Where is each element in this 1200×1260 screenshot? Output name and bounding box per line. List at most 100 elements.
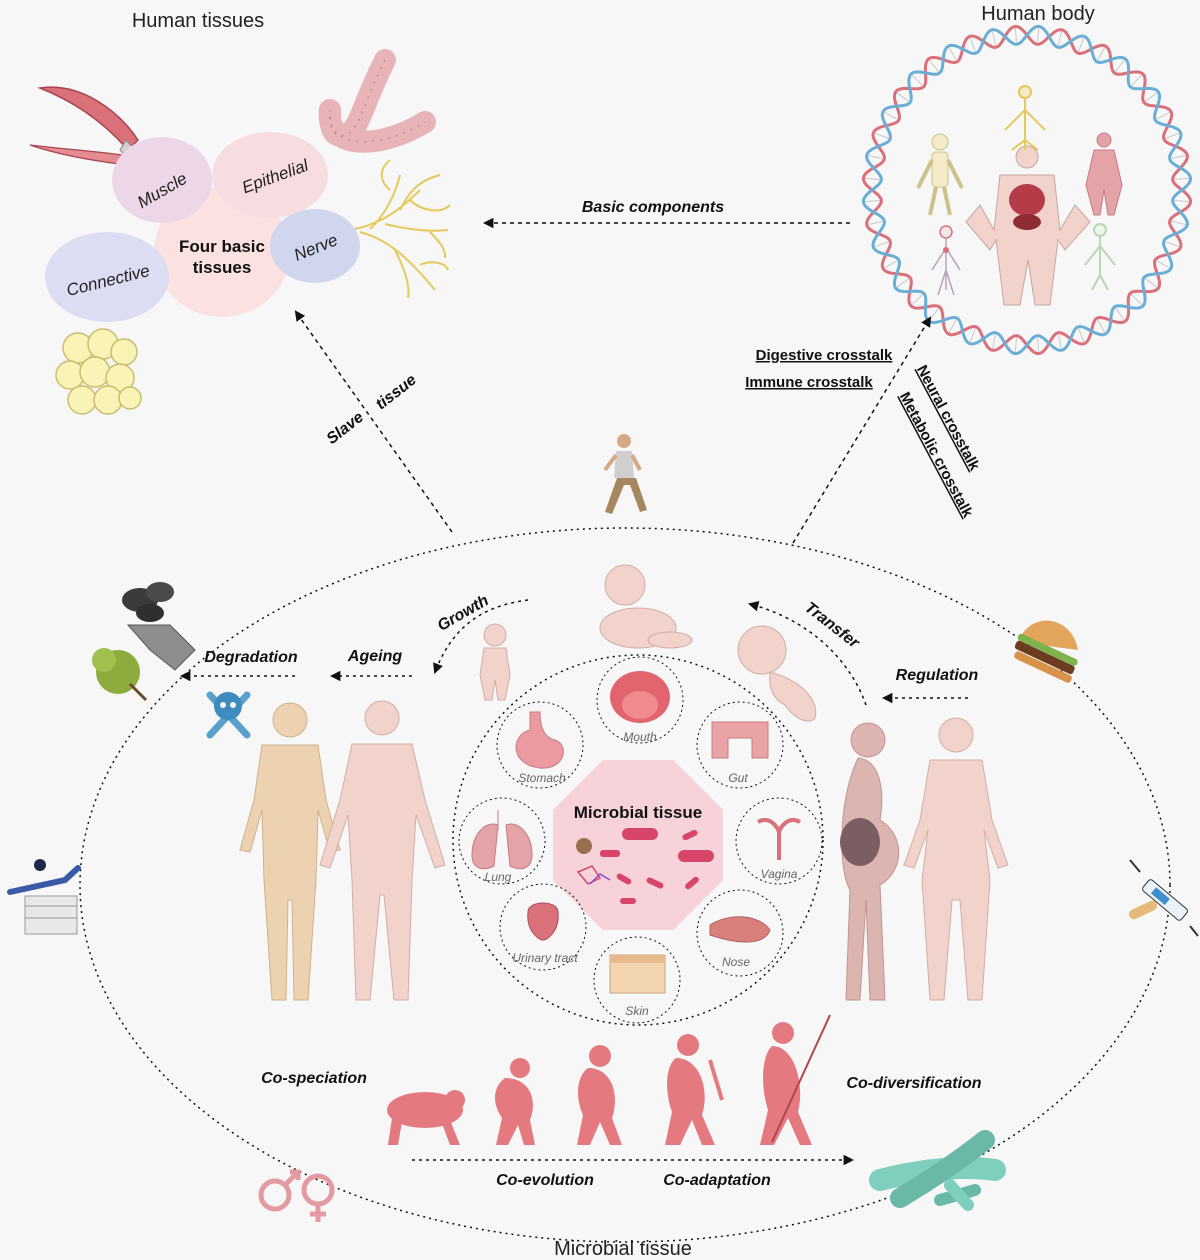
slave-tissue-arrow — [294, 310, 453, 533]
dna-rung — [1097, 319, 1106, 333]
dna-rung — [1171, 155, 1186, 160]
circulatory-system-icon — [931, 225, 961, 296]
dna-rung — [1174, 177, 1189, 180]
organ-mouth: Mouth — [596, 656, 684, 744]
urinary-tract-label: Urinary tract — [512, 951, 578, 965]
microbes-cluster — [576, 828, 714, 904]
human-tissues-title: Human tissues — [132, 10, 264, 32]
organ-ring: Mouth Gut Vagina Nose Skin Urinary tract — [458, 656, 823, 1024]
evolution-figures — [387, 1014, 831, 1145]
immune-crosstalk-label: Immune crosstalk — [745, 374, 873, 391]
microbial-tissue-bottom-title: Microbial tissue — [554, 1238, 692, 1260]
ageing-label: Ageing — [347, 648, 402, 665]
lung-label: Lung — [485, 870, 512, 884]
degradation-label: Degradation — [204, 649, 298, 666]
dna-rung — [911, 294, 923, 306]
four-tissues-line1: Four basic — [179, 237, 265, 256]
fetus-icon — [737, 625, 817, 722]
tissue-label: tissue — [373, 371, 420, 413]
human-tissues-cluster: Muscle Epithelial Connective Nerve Four … — [29, 49, 451, 415]
dna-rung — [1078, 37, 1085, 52]
primate-stage-2-icon — [494, 1058, 535, 1145]
co-evolution-label: Co-evolution — [496, 1172, 594, 1189]
dna-rung — [874, 241, 889, 248]
dna-rung — [1156, 260, 1170, 269]
vagina-label: Vagina — [761, 867, 798, 881]
dna-rung — [1174, 200, 1189, 203]
walking-woman-icon — [603, 434, 647, 514]
epithelial-bubble — [212, 132, 328, 218]
dna-rung — [1131, 74, 1143, 86]
co-speciation-label: Co-speciation — [261, 1070, 367, 1087]
dna-rung — [929, 308, 939, 321]
woman-figure — [903, 717, 1009, 1001]
dna-rung — [1115, 59, 1125, 72]
regulation-label: Regulation — [896, 667, 979, 684]
dna-rung — [1165, 241, 1180, 248]
connective-fat-cells-icon — [55, 328, 142, 415]
dna-rung — [1145, 278, 1158, 288]
skin-label: Skin — [625, 1004, 649, 1018]
organ-gut: Gut — [696, 701, 784, 789]
dna-rung — [896, 92, 909, 102]
nerve-bubble — [270, 209, 360, 283]
dna-rung — [948, 319, 957, 333]
nerve-branch-icon — [349, 159, 451, 299]
microbial-tissue-boundary — [79, 527, 1171, 1243]
lymphatic-system-icon — [1084, 223, 1116, 291]
organ-urinary-tract: Urinary tract — [499, 883, 587, 971]
organ-stomach: Stomach — [496, 701, 584, 789]
primate-stage-5-icon — [760, 1014, 831, 1145]
co-diversification-label: Co-diversification — [846, 1075, 981, 1092]
dna-rung — [948, 47, 957, 61]
transfer-arrow — [747, 601, 867, 706]
microbial-tissue-core — [553, 760, 723, 930]
dna-rung — [992, 31, 997, 46]
dna-rung — [1115, 308, 1125, 321]
dna-rung — [896, 278, 909, 288]
burger-icon — [1014, 620, 1078, 683]
muscular-body-icon — [1085, 132, 1123, 216]
baby-icon — [599, 564, 693, 649]
growth-arrow — [433, 599, 529, 674]
co-adaptation-label: Co-adaptation — [663, 1172, 771, 1189]
primate-stage-4-icon — [665, 1034, 724, 1145]
slave-label: Slave — [324, 409, 367, 448]
dna-rung — [1165, 132, 1180, 139]
nervous-system-icon — [1004, 85, 1046, 151]
dna-rung — [969, 328, 976, 343]
dna-rung — [1156, 111, 1170, 120]
dna-rung — [992, 334, 997, 349]
human-body-dna-ring — [861, 24, 1193, 356]
organ-skin: Skin — [593, 936, 681, 1024]
tree-icon — [92, 648, 148, 702]
dna-rung — [1057, 31, 1062, 46]
crosstalk-arrow — [792, 316, 932, 544]
primate-stage-3-icon — [577, 1045, 622, 1145]
human-organs-figure — [965, 145, 1091, 306]
child-icon — [479, 623, 511, 701]
pregnant-woman-figure — [840, 722, 900, 1001]
four-tissues-line2: tissues — [193, 258, 252, 277]
factory-chimney-icon — [122, 582, 196, 671]
dna-rung — [911, 74, 923, 86]
organ-lung: Lung — [458, 797, 546, 885]
dna-rung — [884, 111, 898, 120]
four-tissues-center-bubble — [154, 187, 290, 317]
adult-man-figure — [319, 700, 446, 1001]
dna-rung — [874, 132, 889, 139]
human-body-title: Human body — [981, 3, 1094, 25]
dna-strand-blue — [861, 24, 1193, 356]
epithelial-tube-icon — [318, 49, 436, 153]
elderly-man-figure — [239, 702, 341, 1001]
dna-rung — [1014, 28, 1017, 43]
dna-rung — [1131, 294, 1143, 306]
dna-rung — [969, 37, 976, 52]
dna-rung — [1037, 337, 1040, 352]
dna-rung — [1037, 28, 1040, 43]
organ-vagina: Vagina — [735, 797, 823, 885]
dna-rung — [884, 260, 898, 269]
basic-components-label: Basic components — [582, 199, 724, 216]
dna-rung — [1057, 334, 1062, 349]
